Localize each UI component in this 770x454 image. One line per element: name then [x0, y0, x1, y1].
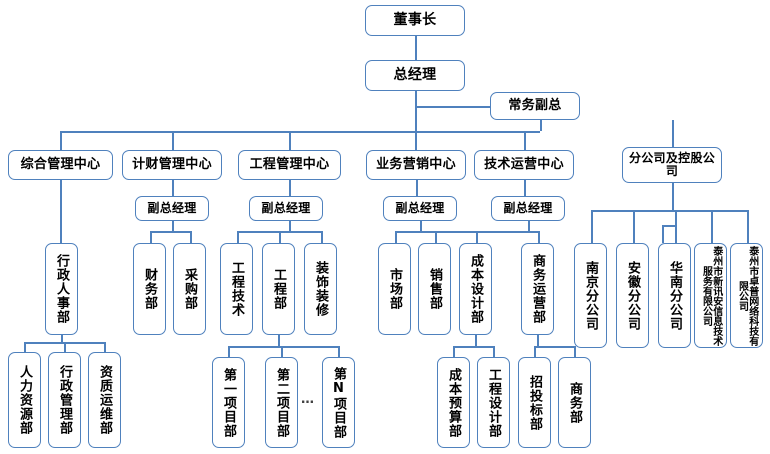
- connector-line: [415, 36, 417, 60]
- connector-line: [415, 106, 490, 108]
- connector-line: [61, 335, 63, 342]
- org-node-branch_huanan[interactable]: 华南分公司: [658, 243, 691, 348]
- org-node-center_finance[interactable]: 计财管理中心: [122, 150, 222, 180]
- org-node-proj1[interactable]: 第一项目部: [212, 357, 245, 448]
- connector-line: [633, 210, 635, 243]
- connector-line: [228, 346, 230, 357]
- connector-line: [524, 180, 526, 196]
- connector-line: [591, 210, 747, 212]
- org-node-admin_dept[interactable]: 行政管理部: [48, 352, 81, 448]
- connector-line: [150, 231, 152, 243]
- org-node-eng_tech[interactable]: 工程技术: [220, 243, 253, 335]
- org-node-center_admin[interactable]: 综合管理中心: [8, 150, 113, 180]
- connector-line: [711, 210, 713, 243]
- org-node-biz_dept[interactable]: 商务部: [558, 357, 591, 448]
- org-node-eng_dept[interactable]: 工程部: [262, 243, 295, 335]
- connector-line: [24, 342, 26, 352]
- connector-line: [60, 180, 62, 243]
- org-node-center_branch[interactable]: 分公司及控股公司: [622, 147, 722, 183]
- connector-line: [279, 231, 281, 243]
- connector-line: [528, 221, 530, 231]
- org-node-projN[interactable]: 第N项目部: [322, 357, 355, 448]
- connector-line: [281, 346, 283, 357]
- connector-line: [104, 342, 106, 352]
- connector-line: [289, 180, 291, 196]
- connector-line: [415, 106, 417, 150]
- connector-line: [538, 231, 540, 243]
- connector-line: [476, 231, 478, 243]
- connector-line: [237, 231, 239, 243]
- org-node-bid_dept[interactable]: 招投标部: [518, 357, 551, 448]
- org-node-vgm_tech[interactable]: 副总经理: [491, 196, 565, 221]
- org-node-decor_dept[interactable]: 装饰装修: [304, 243, 337, 335]
- org-node-co_xinxunan[interactable]: 泰州市新讯安信息技术服务有限公司: [694, 243, 727, 348]
- org-node-market_dept[interactable]: 市场部: [378, 243, 411, 335]
- connector-line: [662, 225, 675, 227]
- connector-line: [476, 231, 538, 233]
- org-node-hr_dept[interactable]: 人力资源部: [8, 352, 41, 448]
- org-node-exec_vp[interactable]: 常务副总: [490, 92, 580, 120]
- connector-line: [289, 131, 291, 150]
- connector-line: [338, 346, 340, 357]
- connector-line: [420, 221, 422, 231]
- org-node-biz_oper_dept[interactable]: 商务运营部: [521, 243, 554, 335]
- org-node-sale_dept[interactable]: 销售部: [418, 243, 451, 335]
- org-node-cost_budget_dept[interactable]: 成本预算部: [437, 357, 470, 448]
- connector-line: [172, 221, 174, 231]
- connector-line: [289, 221, 291, 231]
- org-node-chairman[interactable]: 董事长: [365, 5, 465, 36]
- connector-line: [228, 346, 338, 348]
- org-node-purchase_dept[interactable]: 采购部: [173, 243, 206, 335]
- org-node-center_tech[interactable]: 技术运营中心: [474, 150, 574, 180]
- connector-line: [172, 180, 174, 196]
- connector-line: [416, 180, 418, 196]
- org-node-vgm_sales[interactable]: 副总经理: [383, 196, 457, 221]
- connector-line: [453, 346, 455, 357]
- connector-line: [415, 91, 417, 106]
- connector-line: [524, 131, 526, 150]
- org-node-vgm_eng[interactable]: 副总经理: [249, 196, 323, 221]
- org-node-branch_anhui[interactable]: 安徽分公司: [616, 243, 649, 348]
- connector-line: [672, 183, 674, 210]
- connector-line: [747, 210, 749, 243]
- connector-line: [453, 346, 493, 348]
- connector-line: [675, 210, 677, 243]
- org-node-proj2[interactable]: 第二项目部: [265, 357, 298, 448]
- connector-line: [662, 225, 664, 243]
- connector-line: [64, 342, 66, 352]
- org-node-vgm_finance[interactable]: 副总经理: [135, 196, 209, 221]
- connector-line: [534, 346, 536, 357]
- org-node-center_sales[interactable]: 业务营销中心: [366, 150, 466, 180]
- connector-line: [60, 131, 540, 133]
- connector-line: [150, 231, 190, 233]
- connector-line: [395, 231, 397, 243]
- org-node-cost_design_dept[interactable]: 成本设计部: [459, 243, 492, 335]
- connector-line: [540, 120, 542, 131]
- ellipsis-marker: …: [301, 392, 315, 407]
- connector-line: [190, 231, 192, 243]
- connector-line: [321, 231, 323, 243]
- org-node-branch_nanjing[interactable]: 南京分公司: [574, 243, 607, 348]
- org-node-gm[interactable]: 总经理: [365, 60, 465, 91]
- connector-line: [278, 335, 280, 346]
- connector-line: [672, 120, 674, 147]
- connector-line: [475, 335, 477, 346]
- connector-line: [574, 346, 576, 357]
- connector-line: [172, 131, 174, 150]
- org-node-qual_dept[interactable]: 资质运维部: [88, 352, 121, 448]
- org-node-co_zhuopu[interactable]: 泰州市卓普网络科技有限公司: [730, 243, 763, 348]
- connector-line: [534, 346, 574, 348]
- connector-line: [493, 346, 495, 357]
- connector-line: [435, 231, 437, 243]
- org-node-fin_dept[interactable]: 财务部: [133, 243, 166, 335]
- org-node-eng_design_dept[interactable]: 工程设计部: [477, 357, 510, 448]
- org-node-center_eng[interactable]: 工程管理中心: [238, 150, 341, 180]
- connector-line: [537, 335, 539, 346]
- connector-line: [591, 210, 593, 243]
- org-node-hr_admin_dept[interactable]: 行政人事部: [45, 243, 78, 335]
- connector-line: [60, 131, 62, 150]
